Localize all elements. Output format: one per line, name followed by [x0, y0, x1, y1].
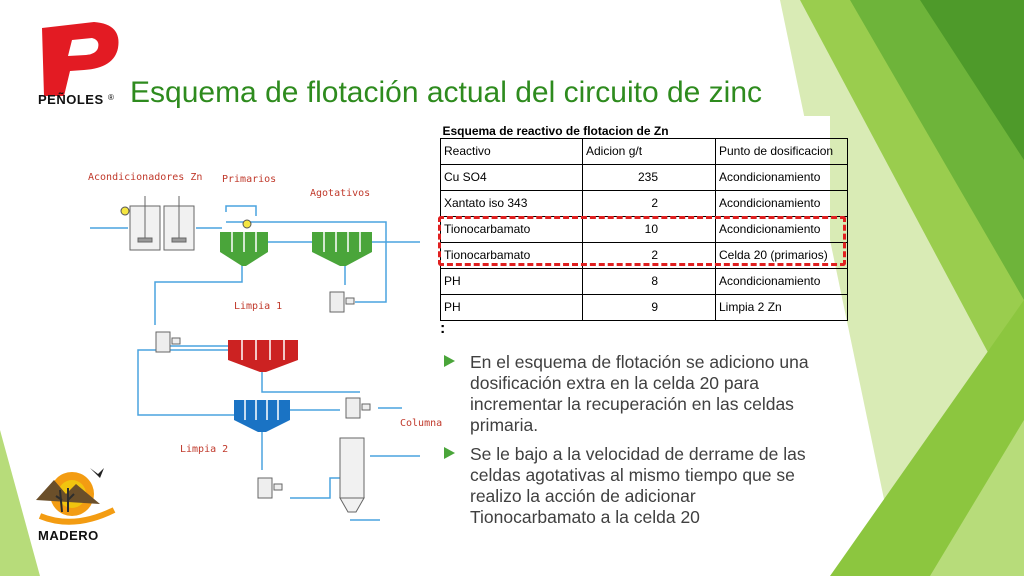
dosing-point-icon [242, 219, 252, 229]
bullet-item: En el esquema de flotación se adiciono u… [440, 352, 825, 436]
bullet-list: En el esquema de flotación se adiciono u… [440, 352, 825, 536]
table-row: Cu SO4 235 Acondicionamiento [440, 163, 848, 191]
table-cell: 2 [582, 189, 716, 217]
bullet-text: Se le bajo a la velocidad de derrame de … [470, 444, 806, 527]
penoles-logo: ® PEÑOLES [34, 18, 126, 108]
table-cell: PH [440, 293, 583, 321]
table-caption-row: Esquema de reactivo de flotacion de Zn [441, 118, 848, 138]
table-header-cell: Adicion g/t [582, 137, 716, 165]
label-limpia1: Limpia 1 [234, 301, 282, 312]
table-cell: Acondicionamiento [715, 267, 848, 295]
bullet-text: En el esquema de flotación se adiciono u… [470, 352, 809, 435]
highlight-box [438, 216, 846, 266]
label-primarios: Primarios [222, 174, 276, 185]
table-cell: Cu SO4 [440, 163, 583, 191]
conditioning-tanks [129, 196, 195, 251]
table-cell: Acondicionamiento [715, 189, 848, 217]
table-row: Xantato iso 343 2 Acondicionamiento [440, 189, 848, 217]
table-header-cell: Reactivo [440, 137, 583, 165]
table-cell: Acondicionamiento [715, 163, 848, 191]
label-columna: Columna [400, 418, 442, 429]
cleaner-2-cells [234, 400, 290, 432]
madero-logo: MADERO [30, 460, 120, 544]
registered-mark: ® [108, 93, 114, 102]
table-header-row: Reactivo Adicion g/t Punto de dosificaci… [440, 137, 848, 165]
table-row: PH 8 Acondicionamiento [440, 267, 848, 295]
table-cell: 10 [582, 215, 716, 243]
flotation-column [339, 437, 365, 513]
bullet-arrow-icon [444, 447, 455, 459]
table-after-mark: : [440, 320, 446, 337]
label-agotativos: Agotativos [310, 188, 370, 199]
table-row: PH 9 Limpia 2 Zn [440, 293, 848, 321]
scavenger-cells [312, 232, 372, 266]
primary-cells [220, 232, 268, 266]
madero-logo-text: MADERO [38, 528, 99, 543]
cleaner-1-cells [228, 340, 298, 372]
table-cell: 235 [582, 163, 716, 191]
pump-icons [155, 291, 371, 499]
table-cell: Xantato iso 343 [440, 189, 583, 217]
table-cell: 8 [582, 267, 716, 295]
bullet-arrow-icon [444, 355, 455, 367]
table-caption: Esquema de reactivo de flotacion de Zn [442, 123, 669, 138]
table-cell: Limpia 2 Zn [715, 293, 848, 321]
table-header-cell: Punto de dosificacion [715, 137, 848, 165]
table-cell: 9 [582, 293, 716, 321]
page-title: Esquema de flotación actual del circuito… [130, 76, 763, 109]
label-limpia2: Limpia 2 [180, 444, 228, 455]
label-acondicionadores: Acondicionadores Zn [88, 172, 202, 183]
dosing-point-icon [120, 206, 130, 216]
penoles-logo-text: PEÑOLES [38, 92, 104, 107]
bullet-item: Se le bajo a la velocidad de derrame de … [440, 444, 825, 528]
reagent-table: Esquema de reactivo de flotacion de Zn R… [440, 118, 848, 321]
table-cell: PH [440, 267, 583, 295]
